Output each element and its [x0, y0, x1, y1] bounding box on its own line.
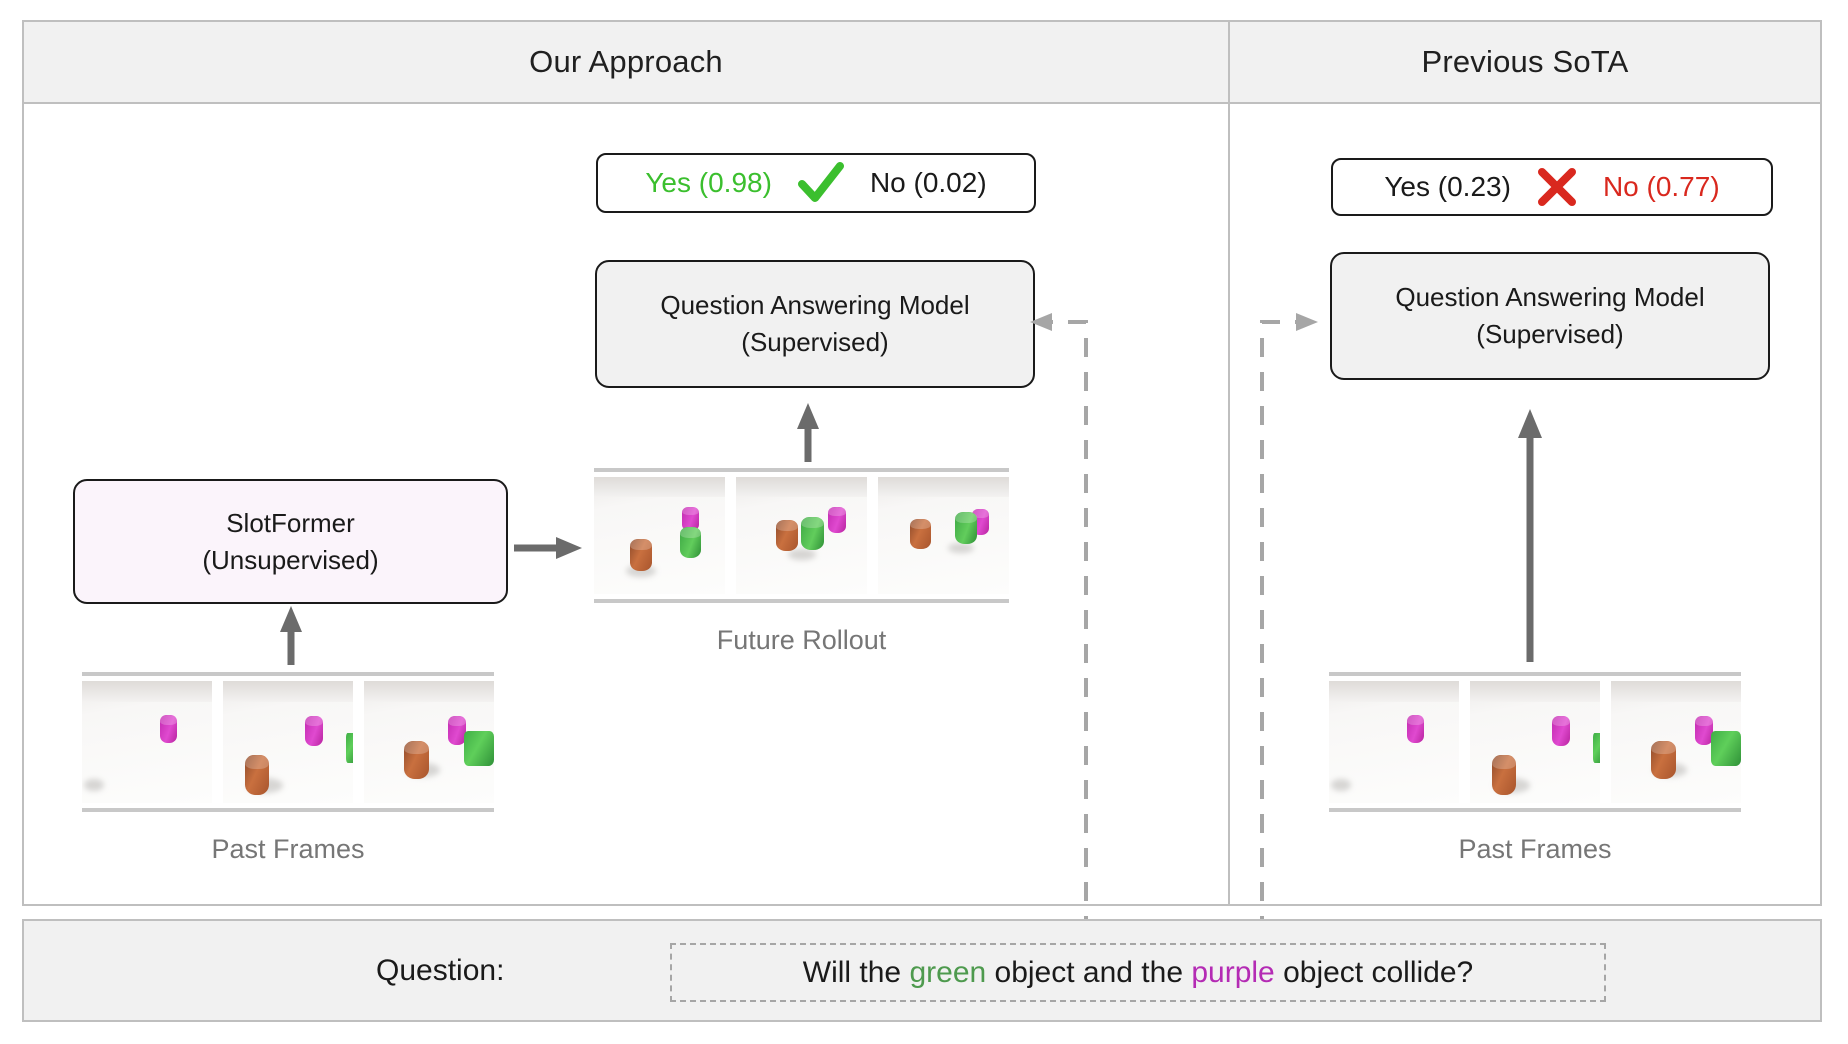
question-text-part1: Will the [802, 955, 910, 989]
cross-icon [1537, 167, 1577, 207]
strip-rule-bottom [82, 808, 494, 812]
dashed-arrow-question-to-qa-right [1260, 313, 1318, 935]
object-magenta-cylinder [160, 715, 177, 743]
object-brown-cylinder [404, 741, 429, 779]
check-icon [797, 161, 844, 205]
strip-rule-top [1329, 672, 1741, 676]
object-magenta-cylinder [682, 507, 699, 531]
past-frames-strip-previous-sota: Past Frames [1329, 672, 1741, 865]
answer-box-previous-sota: Yes (0.23) No (0.77) [1331, 158, 1773, 216]
header-cell-previous-sota: Previous SoTA [1230, 22, 1820, 102]
column-divider [1228, 20, 1230, 906]
object-brown-cylinder [910, 519, 931, 549]
arrow-past-to-qa-right [1518, 409, 1542, 662]
question-text-part3: object collide? [1274, 955, 1474, 989]
answer-no-our-approach: No (0.02) [869, 167, 987, 198]
strip-rule-top [82, 672, 494, 676]
frame-thumbnail [1470, 681, 1600, 803]
question-text-box: Will the green object and the purple obj… [670, 943, 1606, 1002]
header-title-previous-sota: Previous SoTA [1421, 44, 1629, 79]
qa-model-line1-our-approach: Question Answering Model [660, 290, 970, 321]
frame-thumbnail [1611, 681, 1741, 803]
frame-thumbnail [82, 681, 212, 803]
object-green-cylinder [801, 517, 824, 550]
object-magenta-cylinder [1552, 716, 1570, 746]
future-rollout-caption: Future Rollout [716, 625, 887, 655]
slotformer-line1: SlotFormer [226, 507, 355, 538]
answer-no-previous-sota: No (0.77) [1602, 171, 1720, 202]
object-magenta-cylinder [305, 716, 323, 746]
arrow-past-to-slotformer [280, 606, 302, 665]
object-green-cube [346, 733, 353, 763]
object-brown-cylinder [630, 539, 652, 571]
question-label: Question: [376, 953, 505, 987]
arrow-slotformer-to-rollout [514, 537, 582, 559]
frame-thumbnail [1329, 681, 1459, 803]
object-magenta-cylinder [448, 716, 466, 745]
strip-rule-bottom [1329, 808, 1741, 812]
qa-model-box-previous-sota: Question Answering Model (Supervised) [1330, 252, 1770, 380]
qa-model-line2-our-approach: (Supervised) [741, 327, 889, 357]
strip-rule-top [594, 468, 1009, 472]
strip-rule-bottom [594, 599, 1009, 603]
slotformer-box: SlotFormer (Unsupervised) [73, 479, 508, 604]
future-rollout-strip: Future Rollout [594, 468, 1009, 656]
object-brown-cylinder [1492, 755, 1516, 795]
past-frames-strip-our-approach: Past Frames [82, 672, 494, 865]
past-frames-caption-our-approach: Past Frames [211, 834, 365, 864]
object-green-cylinder [955, 512, 977, 544]
arrow-rollout-to-qa-left [797, 403, 819, 462]
answer-yes-our-approach: Yes (0.98) [645, 167, 772, 198]
answer-box-our-approach: Yes (0.98) No (0.02) [596, 153, 1036, 213]
frame-thumbnail [736, 477, 867, 594]
frame-list [1329, 676, 1741, 808]
object-green-cylinder [680, 527, 701, 558]
frame-thumbnail [364, 681, 494, 803]
header-cell-our-approach: Our Approach [24, 22, 1230, 102]
object-magenta-cylinder [1695, 716, 1713, 745]
header-title-our-approach: Our Approach [529, 44, 723, 79]
object-magenta-cylinder [1407, 715, 1424, 743]
answer-yes-previous-sota: Yes (0.23) [1384, 171, 1511, 202]
dashed-arrow-question-to-qa-left [1030, 313, 1088, 935]
qa-model-line1-previous-sota: Question Answering Model [1395, 282, 1705, 313]
question-green-word: green [909, 955, 987, 989]
frame-thumbnail [878, 477, 1009, 594]
question-bar: Question: Will the green object and the … [22, 919, 1822, 1022]
question-text-part2: object and the [986, 955, 1192, 989]
object-green-cube [1593, 733, 1600, 763]
object-green-cube [1711, 731, 1741, 766]
frame-thumbnail [594, 477, 725, 594]
object-brown-cylinder [776, 520, 798, 551]
object-green-cube [464, 731, 494, 766]
object-brown-cylinder [1651, 741, 1676, 779]
slotformer-line2: (Unsupervised) [202, 544, 379, 575]
header-row: Our Approach Previous SoTA [22, 20, 1822, 104]
object-magenta-cylinder [828, 507, 846, 533]
frame-list [82, 676, 494, 808]
question-purple-word: purple [1191, 955, 1275, 989]
past-frames-caption-previous-sota: Past Frames [1458, 834, 1612, 864]
qa-model-box-our-approach: Question Answering Model (Supervised) [595, 260, 1035, 388]
object-brown-cylinder [245, 755, 269, 795]
question-text: Will the green object and the purple obj… [803, 956, 1473, 990]
qa-model-line2-previous-sota: (Supervised) [1476, 319, 1624, 349]
frame-list [594, 472, 1009, 599]
frame-thumbnail [223, 681, 353, 803]
